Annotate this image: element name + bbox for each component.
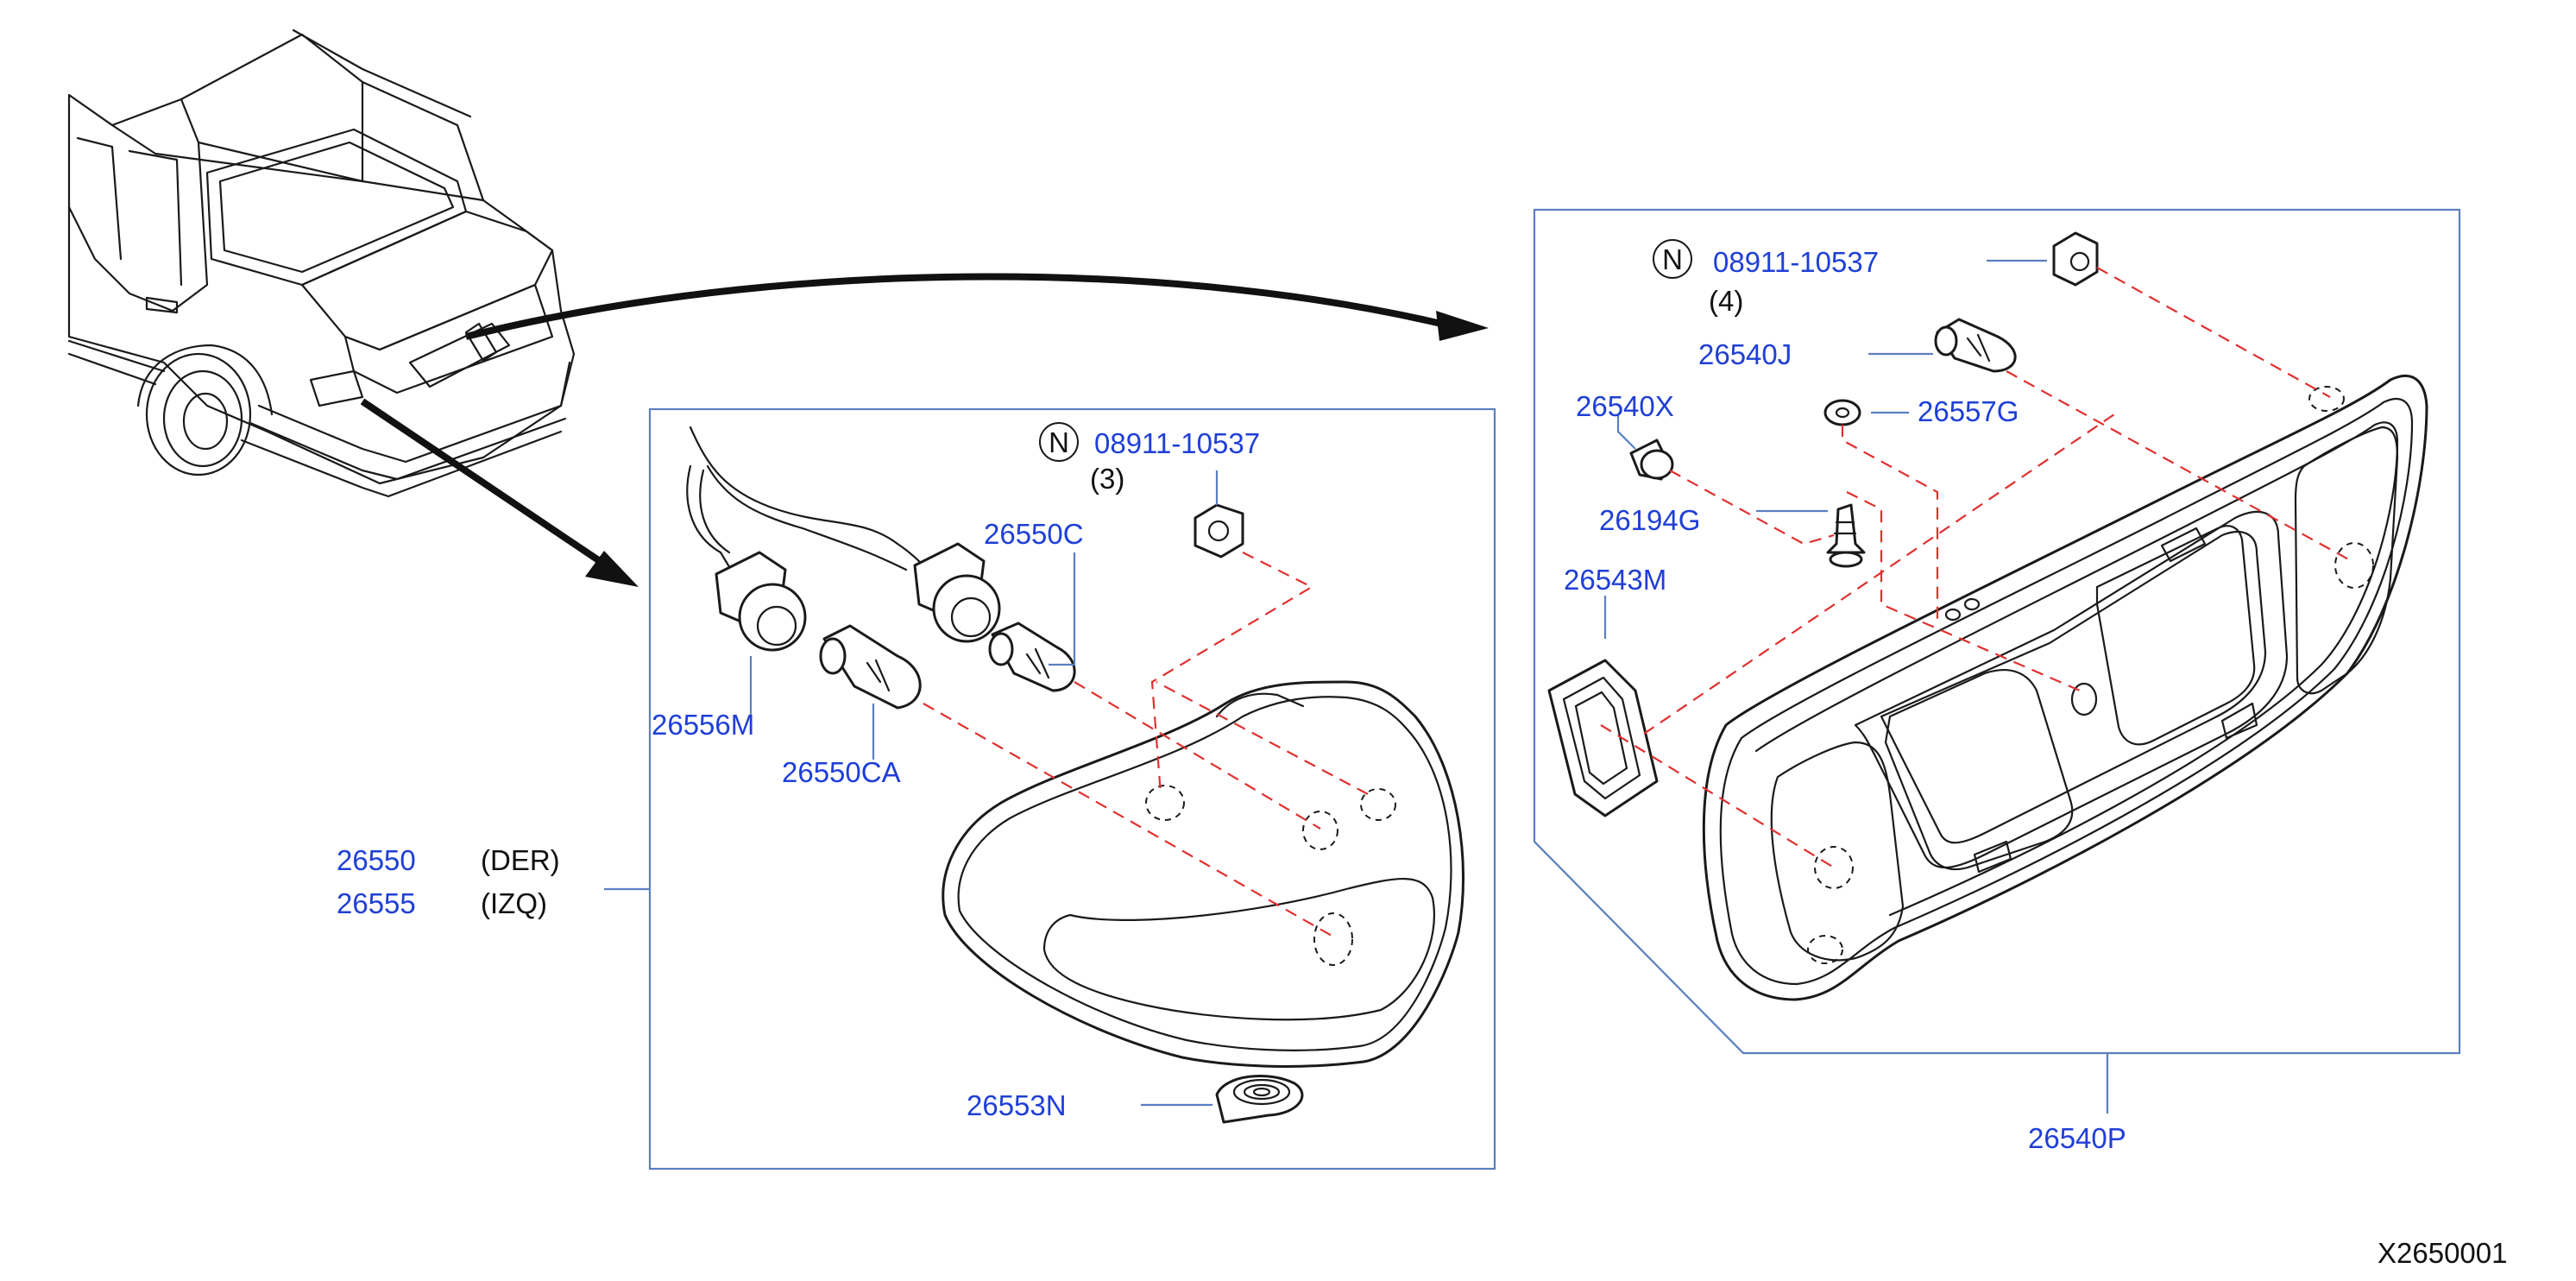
label-assy-right-code: 26550: [337, 844, 416, 876]
label-assy-left-code: 26555: [337, 887, 416, 919]
label-left-nut-part: 08911-10537: [1094, 427, 1260, 459]
gasket-26543m: [1547, 659, 1659, 817]
left-panel-dashed-links: [923, 552, 1369, 937]
nut-left-panel: [1194, 503, 1244, 558]
label-sealant-26553n: 26553N: [967, 1089, 1067, 1121]
label-grommet-26557g: 26557G: [1918, 395, 2019, 427]
label-left-nut-qty: (3): [1090, 463, 1124, 495]
car-illustration: [67, 28, 576, 498]
clip-26194g: [1826, 503, 1866, 568]
label-assy-26540p: 26540P: [2028, 1122, 2126, 1154]
sealant-roll-26553n: [1215, 1074, 1304, 1124]
left-panel-leaders: [604, 470, 1219, 1107]
bulb-26550ca: [819, 624, 922, 710]
right-panel-dashed-links: [1600, 267, 2352, 868]
n-badge-right-text: N: [1662, 243, 1683, 275]
bulb-26550c: [988, 622, 1076, 692]
rear-finisher-26540p: [1702, 374, 2428, 1001]
grommet-26557g: [1823, 399, 1861, 426]
right-panel-leaders: [1603, 259, 2109, 1114]
n-badge-right: [1653, 239, 1692, 279]
n-badge-left: [1039, 422, 1079, 462]
label-bulb-26550c: 26550C: [984, 518, 1084, 550]
wire-harness: [686, 426, 951, 589]
socket-26550c: [913, 542, 1001, 643]
diagram-code: X2650001: [2378, 1237, 2507, 1269]
clip-26540x: [1629, 439, 1674, 481]
arrow-to-right-panel: [465, 273, 1489, 341]
label-clip-26194g: 26194G: [1599, 504, 1700, 536]
label-bulb-26550ca: 26550CA: [782, 756, 901, 788]
rear-combination-lamp: [942, 680, 1465, 1068]
right-panel-frame: [1533, 208, 2461, 1055]
arrow-to-left-panel: [360, 398, 639, 587]
label-clip-26540x: 26540X: [1576, 390, 1674, 422]
n-badge-left-text: N: [1049, 426, 1069, 458]
label-socket-26556m: 26556M: [652, 709, 754, 741]
label-assy-left-side: (IZQ): [481, 887, 547, 919]
bulb-26540j: [1934, 318, 2017, 373]
socket-26556m: [715, 551, 807, 652]
left-panel-frame: [648, 407, 1496, 1171]
label-right-nut-part: 08911-10537: [1713, 246, 1879, 278]
label-assy-right-side: (DER): [481, 844, 560, 876]
label-right-nut-qty: (4): [1709, 285, 1743, 317]
label-gasket-26543m: 26543M: [1564, 564, 1666, 596]
label-bulb-26540j: 26540J: [1698, 338, 1792, 370]
nut-right-panel: [2052, 231, 2099, 287]
